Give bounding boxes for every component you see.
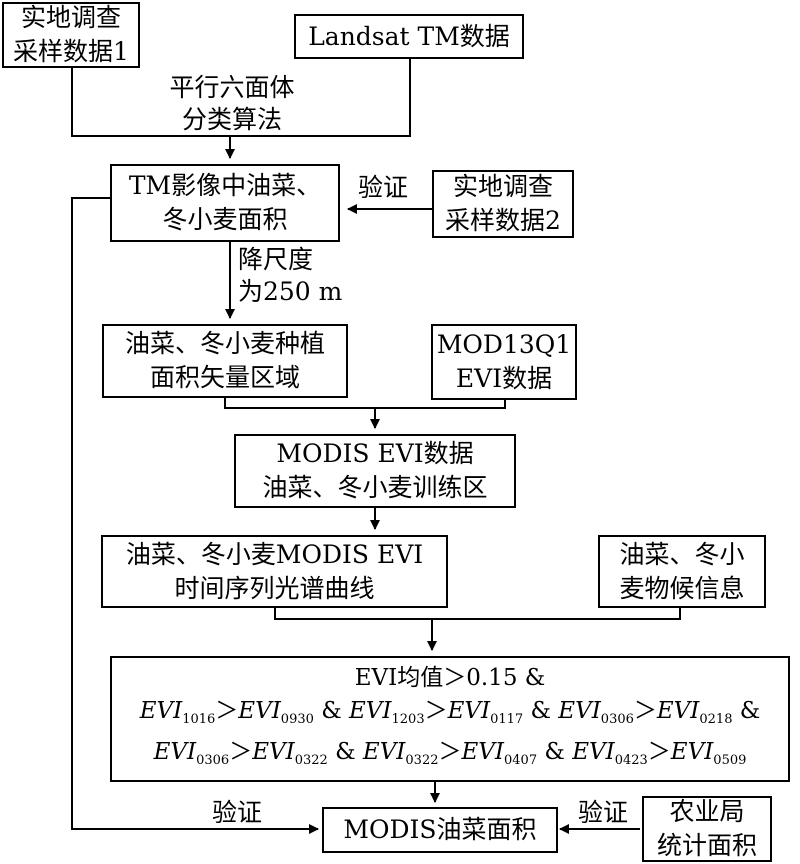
label-text: 降尺度 (238, 245, 314, 274)
criteria-line-2: EVI1016＞EVI0930 & EVI1203＞EVI0117 & EVI0… (140, 695, 761, 736)
box-vector-region: 油菜、冬小麦种植 面积矢量区域 (102, 324, 348, 398)
box-survey-data-1: 实地调查 采样数据1 (2, 2, 140, 68)
box-mod13q1: MOD13Q1 EVI数据 (431, 324, 577, 400)
box-text: 时间序列光谱曲线 (174, 573, 375, 603)
box-text: Landsat TM数据 (308, 21, 510, 51)
box-criteria: EVI均值＞0.15 & EVI1016＞EVI0930 & EVI1203＞E… (110, 656, 790, 782)
and-symbol: & (313, 697, 349, 724)
box-text: 农业局 (669, 797, 745, 826)
box-phenology: 油菜、冬小 麦物候信息 (598, 535, 766, 608)
evi-term: EVI0117 (447, 697, 524, 727)
label-downscale: 降尺度 为250 m (238, 244, 342, 308)
label-text: 平行六面体 (169, 73, 295, 102)
evi-term: EVI0322 (252, 738, 328, 768)
box-text: 采样数据2 (445, 206, 561, 235)
box-text: 油菜、冬小麦种植 (124, 329, 325, 358)
evi-term: EVI0306 (558, 697, 634, 727)
box-modis-training: MODIS EVI数据 油菜、冬小麦训练区 (234, 434, 516, 508)
box-text: MOD13Q1 (436, 330, 572, 359)
box-text: 面积矢量区域 (149, 363, 300, 392)
box-text: 麦物候信息 (619, 573, 745, 603)
label-classification: 平行六面体 分类算法 (160, 72, 304, 136)
box-text: 实地调查 (452, 172, 553, 201)
box-text: 实地调查 (20, 3, 121, 32)
box-text: 统计面积 (656, 831, 757, 860)
gt-symbol: ＞ (633, 697, 657, 724)
box-timeseries: 油菜、冬小麦MODIS EVI 时间序列光谱曲线 (101, 535, 448, 608)
gt-symbol: ＞ (215, 697, 239, 724)
box-text: MODIS油菜面积 (343, 815, 537, 844)
and-symbol: & (537, 738, 573, 765)
box-text: 油菜、冬小麦MODIS EVI (125, 539, 424, 569)
evi-term: EVI0218 (656, 697, 733, 727)
label-text: 分类算法 (181, 105, 282, 134)
box-text: TM影像中油菜、 (128, 171, 322, 200)
criteria-line-3: EVI0306＞EVI0322 & EVI0322＞EVI0407 & EVI0… (154, 736, 747, 777)
evi-term: EVI1016 (139, 697, 216, 727)
evi-term: EVI0423 (572, 738, 648, 768)
connector-survey1-down (71, 58, 411, 137)
label-text: 为250 m (238, 277, 343, 306)
and-symbol: & (523, 697, 559, 724)
evi-term: EVI0306 (153, 738, 230, 768)
arrow-verify-left (71, 197, 319, 834)
evi-term: EVI0930 (238, 697, 314, 727)
gt-symbol: ＞ (438, 738, 462, 765)
evi-term: EVI1203 (349, 697, 425, 727)
label-verify-tm: 验证 (358, 173, 409, 202)
gt-symbol: ＞ (229, 738, 253, 765)
box-text: 油菜、冬小 (619, 539, 745, 569)
box-text: EVI数据 (455, 364, 553, 393)
label-verify-left: 验证 (212, 798, 263, 827)
box-text: 油菜、冬小麦训练区 (262, 473, 488, 502)
gt-symbol: ＞ (424, 697, 448, 724)
box-survey-data-2: 实地调查 采样数据2 (432, 170, 574, 238)
connector-merge-training (224, 397, 506, 409)
box-text: 采样数据1 (13, 37, 129, 66)
box-text: 冬小麦面积 (162, 205, 288, 234)
connector-merge-criteria (274, 607, 681, 620)
evi-term: EVI0322 (362, 738, 439, 768)
and-symbol: & (732, 697, 761, 724)
criteria-line-1: EVI均值＞0.15 & (354, 664, 546, 691)
evi-term: EVI0407 (461, 738, 538, 768)
box-statistical-area: 农业局 统计面积 (642, 796, 772, 862)
and-symbol: & (327, 738, 363, 765)
label-verify-stats: 验证 (578, 798, 629, 827)
box-landsat-tm: Landsat TM数据 (294, 14, 524, 59)
box-modis-rapeseed-area: MODIS油菜面积 (322, 807, 558, 853)
evi-term: EVI0509 (670, 738, 747, 768)
gt-symbol: ＞ (647, 738, 671, 765)
box-tm-area: TM影像中油菜、 冬小麦面积 (110, 164, 340, 242)
box-text: MODIS EVI数据 (276, 439, 474, 468)
